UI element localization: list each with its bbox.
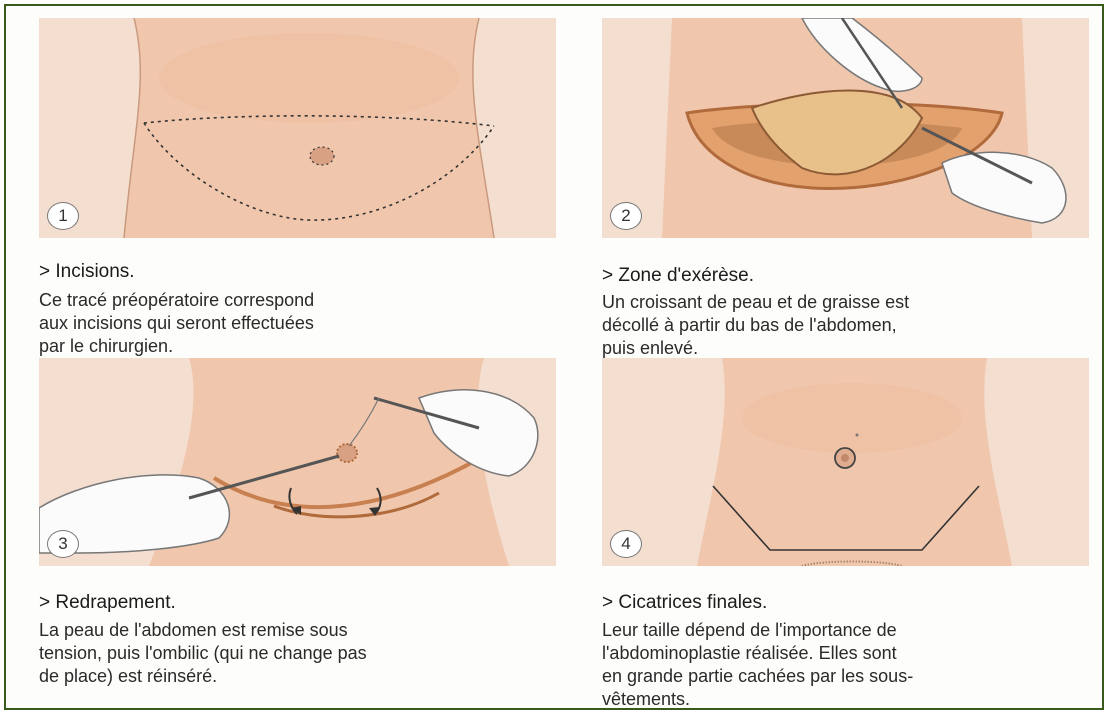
illustration-final-scars: 4 [602, 358, 1089, 566]
description-line: puis enlevé. [602, 337, 1082, 360]
figure-frame: 1 > Incisions. Ce tracé préopératoire co… [4, 4, 1104, 710]
step-title: > Redrapement. [39, 592, 176, 614]
step-description: Leur taille dépend de l'importance de l'… [602, 619, 1082, 710]
abdomen-drawing [602, 358, 1089, 566]
abdomen-drawing [39, 18, 556, 238]
abdomen-drawing [39, 358, 556, 566]
description-line: Leur taille dépend de l'importance de [602, 619, 1082, 642]
description-line: de place) est réinséré. [39, 665, 519, 688]
description-line: La peau de l'abdomen est remise sous [39, 619, 519, 642]
description-line: en grande partie cachées par les sous- [602, 665, 1082, 688]
step-description: La peau de l'abdomen est remise sous ten… [39, 619, 519, 688]
description-line: tension, puis l'ombilic (qui ne change p… [39, 642, 519, 665]
abdomen-drawing [602, 18, 1089, 238]
illustration-excision-zone: 2 [602, 18, 1089, 238]
step-number-badge: 4 [610, 530, 642, 558]
illustration-redraping: 3 [39, 358, 556, 566]
illustration-incision-marking: 1 [39, 18, 556, 238]
description-line: par le chirurgien. [39, 335, 519, 358]
description-line: aux incisions qui seront effectuées [39, 312, 519, 335]
step-number-badge: 3 [47, 530, 79, 558]
step-title: > Cicatrices finales. [602, 592, 767, 614]
step-description: Un croissant de peau et de graisse est d… [602, 291, 1082, 360]
step-title: > Incisions. [39, 261, 135, 283]
description-line: vêtements. [602, 688, 1082, 710]
description-line: Ce tracé préopératoire correspond [39, 289, 519, 312]
step-title: > Zone d'exérèse. [602, 265, 754, 287]
step-description: Ce tracé préopératoire correspond aux in… [39, 289, 519, 358]
description-line: l'abdominoplastie réalisée. Elles sont [602, 642, 1082, 665]
step-number-badge: 2 [610, 202, 642, 230]
description-line: Un croissant de peau et de graisse est [602, 291, 1082, 314]
description-line: décollé à partir du bas de l'abdomen, [602, 314, 1082, 337]
step-number-badge: 1 [47, 202, 79, 230]
